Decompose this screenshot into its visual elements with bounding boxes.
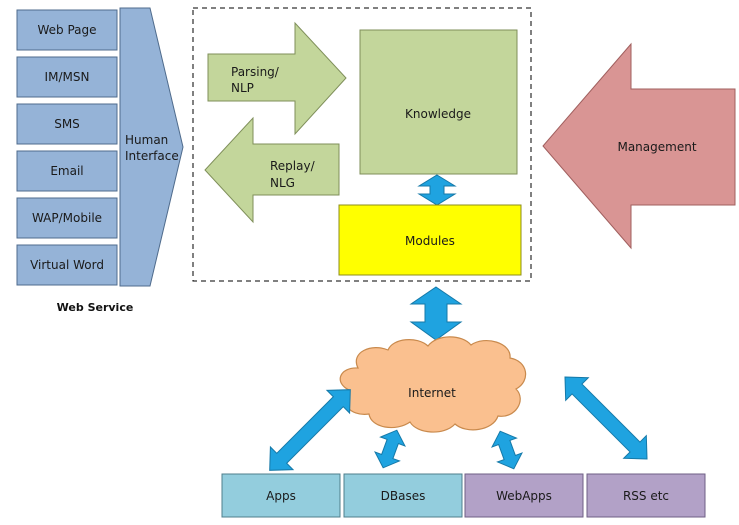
- resource-label-rss: RSS etc: [623, 489, 669, 503]
- modules-box: [338, 204, 522, 276]
- channel-box-web-page: [16, 9, 118, 51]
- web-service-label: Web Service: [57, 301, 134, 314]
- resource-box-apps: [221, 473, 341, 518]
- channel-label-email: Email: [50, 164, 83, 178]
- human-interface-arrow: [119, 7, 184, 287]
- internet-apps-link: [269, 389, 351, 471]
- internet-webapps-link: [491, 430, 523, 470]
- channel-box-sms: [16, 103, 118, 145]
- resource-box-rss: [586, 473, 706, 518]
- channel-label-virtual-word: Virtual Word: [30, 258, 104, 272]
- channel-label-sms: SMS: [54, 117, 80, 131]
- resource-box-dbases: [343, 473, 463, 518]
- parsing-label-line1: Parsing/: [231, 65, 280, 79]
- knowledge-label: Knowledge: [405, 107, 471, 121]
- channel-box-wap-mobile: [16, 197, 118, 239]
- management-label: Management: [617, 140, 696, 154]
- channel-box-email: [16, 150, 118, 192]
- management-arrow: [542, 42, 736, 250]
- modules-internet-link: [409, 286, 463, 341]
- human-interface-label-line1: Human: [125, 133, 168, 147]
- internet-dbases-link: [374, 429, 406, 469]
- internet-label: Internet: [408, 386, 456, 400]
- channel-list: Web Page IM/MSN SMS Email WAP/Mobile Vir…: [16, 9, 118, 286]
- replay-arrow: [204, 116, 340, 224]
- human-interface-label-line2: Interface: [125, 149, 179, 163]
- channel-box-virtual-word: [16, 244, 118, 286]
- resource-list: Apps DBases WebApps RSS etc: [221, 473, 706, 518]
- knowledge-modules-link: [417, 174, 457, 206]
- modules-label: Modules: [405, 234, 455, 248]
- resource-label-webapps: WebApps: [496, 489, 552, 503]
- internet-cloud: [339, 336, 527, 433]
- channel-label-web-page: Web Page: [37, 23, 96, 37]
- resource-label-dbases: DBases: [381, 489, 426, 503]
- knowledge-box: [359, 29, 518, 175]
- channel-box-im-msn: [16, 56, 118, 98]
- parsing-arrow: [207, 21, 347, 136]
- parsing-label-line2: NLP: [231, 81, 254, 95]
- replay-label-line2: NLG: [270, 176, 295, 190]
- channel-label-wap-mobile: WAP/Mobile: [32, 211, 102, 225]
- replay-label-line1: Replay/: [270, 159, 316, 173]
- internet-rss-link: [564, 376, 648, 460]
- resource-box-webapps: [464, 473, 584, 518]
- channel-label-im-msn: IM/MSN: [45, 70, 90, 84]
- resource-label-apps: Apps: [266, 489, 296, 503]
